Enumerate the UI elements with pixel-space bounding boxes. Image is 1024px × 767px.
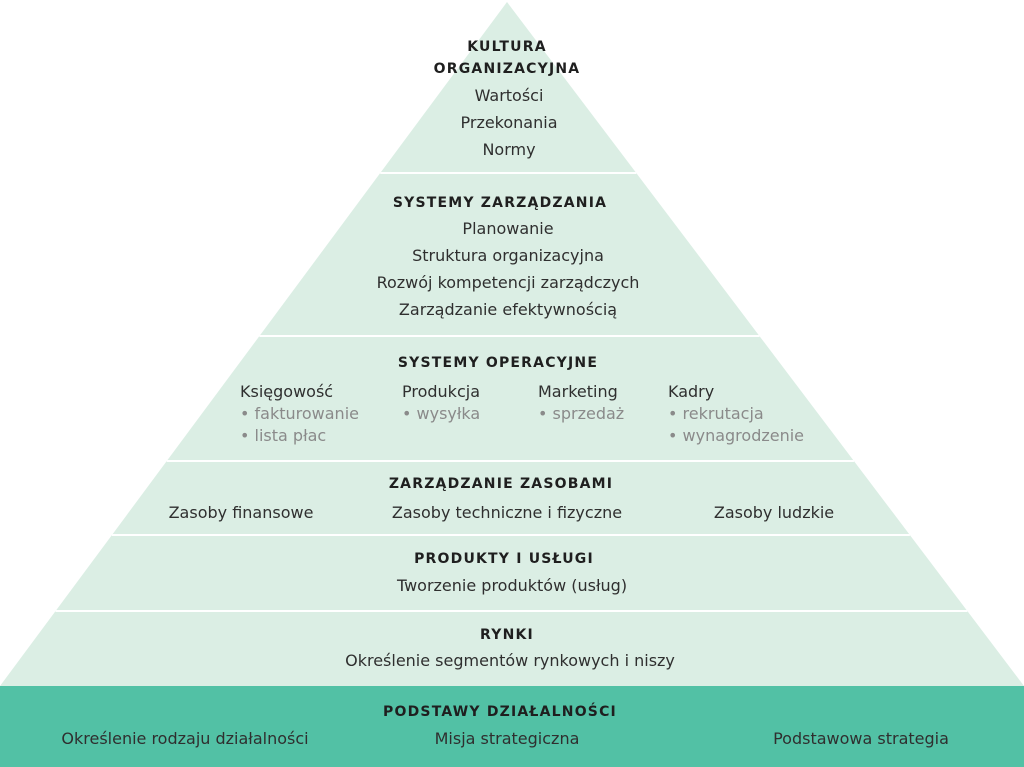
zarzadzania-item-struktura: Struktura organizacyjna (412, 246, 604, 265)
rynki-item-segmenty: Określenie segmentów rynkowych i niszy (345, 651, 675, 670)
kultura-item-wartosci: Wartości (474, 86, 544, 105)
zarzadzania-item-efektywnosc: Zarządzanie efektywnością (398, 300, 618, 319)
level-separators (55, 172, 968, 612)
operacyjne-column-produkcja: Produkcja (402, 382, 480, 401)
operacyjne-column-kadry: Kadry (668, 382, 715, 401)
podstawy-item-misja: Misja strategiczna (434, 729, 580, 748)
produkty-item-tworzenie: Tworzenie produktów (usług) (396, 576, 628, 595)
level-title-podstawy: PODSTAWY DZIAŁALNOŚCI (383, 704, 617, 720)
podstawy-item-strategia: Podstawowa strategia (773, 729, 949, 748)
level-title-zarzadzanie-zasobami: ZARZĄDZANIE ZASOBAMI (388, 476, 614, 492)
level-title-rynki: RYNKI (480, 627, 534, 643)
ksiegowosc-subitem-fakturowanie: • fakturowanie (240, 404, 359, 423)
level-title-kultura-line2: ORGANIZACYJNA (433, 61, 581, 77)
zarzadzania-item-planowanie: Planowanie (462, 219, 554, 238)
base-band (0, 686, 1024, 767)
kultura-item-normy: Normy (482, 140, 536, 159)
zasoby-item-techniczne: Zasoby techniczne i fizyczne (391, 503, 623, 522)
level-title-kultura-line1: KULTURA (467, 39, 547, 55)
podstawy-item-rodzaj: Określenie rodzaju działalności (61, 729, 309, 748)
kultura-item-przekonania: Przekonania (460, 113, 558, 132)
pyramid-shape (0, 2, 1024, 686)
operacyjne-column-marketing: Marketing (538, 382, 618, 401)
zarzadzania-item-rozwoj: Rozwój kompetencji zarządczych (376, 273, 640, 292)
level-title-produkty-uslugi: PRODUKTY I USŁUGI (414, 551, 594, 567)
kadry-subitem-rekrutacja: • rekrutacja (668, 404, 764, 423)
zasoby-item-finansowe: Zasoby finansowe (168, 503, 314, 522)
level-title-systemy-operacyjne: SYSTEMY OPERACYJNE (397, 355, 599, 371)
kadry-subitem-wynagrodzenie: • wynagrodzenie (668, 426, 805, 445)
marketing-subitem-sprzedaz: • sprzedaż (538, 404, 625, 423)
zasoby-item-ludzkie: Zasoby ludzkie (713, 503, 835, 522)
operacyjne-column-ksiegowosc: Księgowość (240, 382, 334, 401)
ksiegowosc-subitem-lista-plac: • lista płac (240, 426, 327, 445)
produkcja-subitem-wysylka: • wysyłka (402, 404, 481, 423)
level-title-systemy-zarzadzania: SYSTEMY ZARZĄDZANIA (392, 195, 608, 211)
